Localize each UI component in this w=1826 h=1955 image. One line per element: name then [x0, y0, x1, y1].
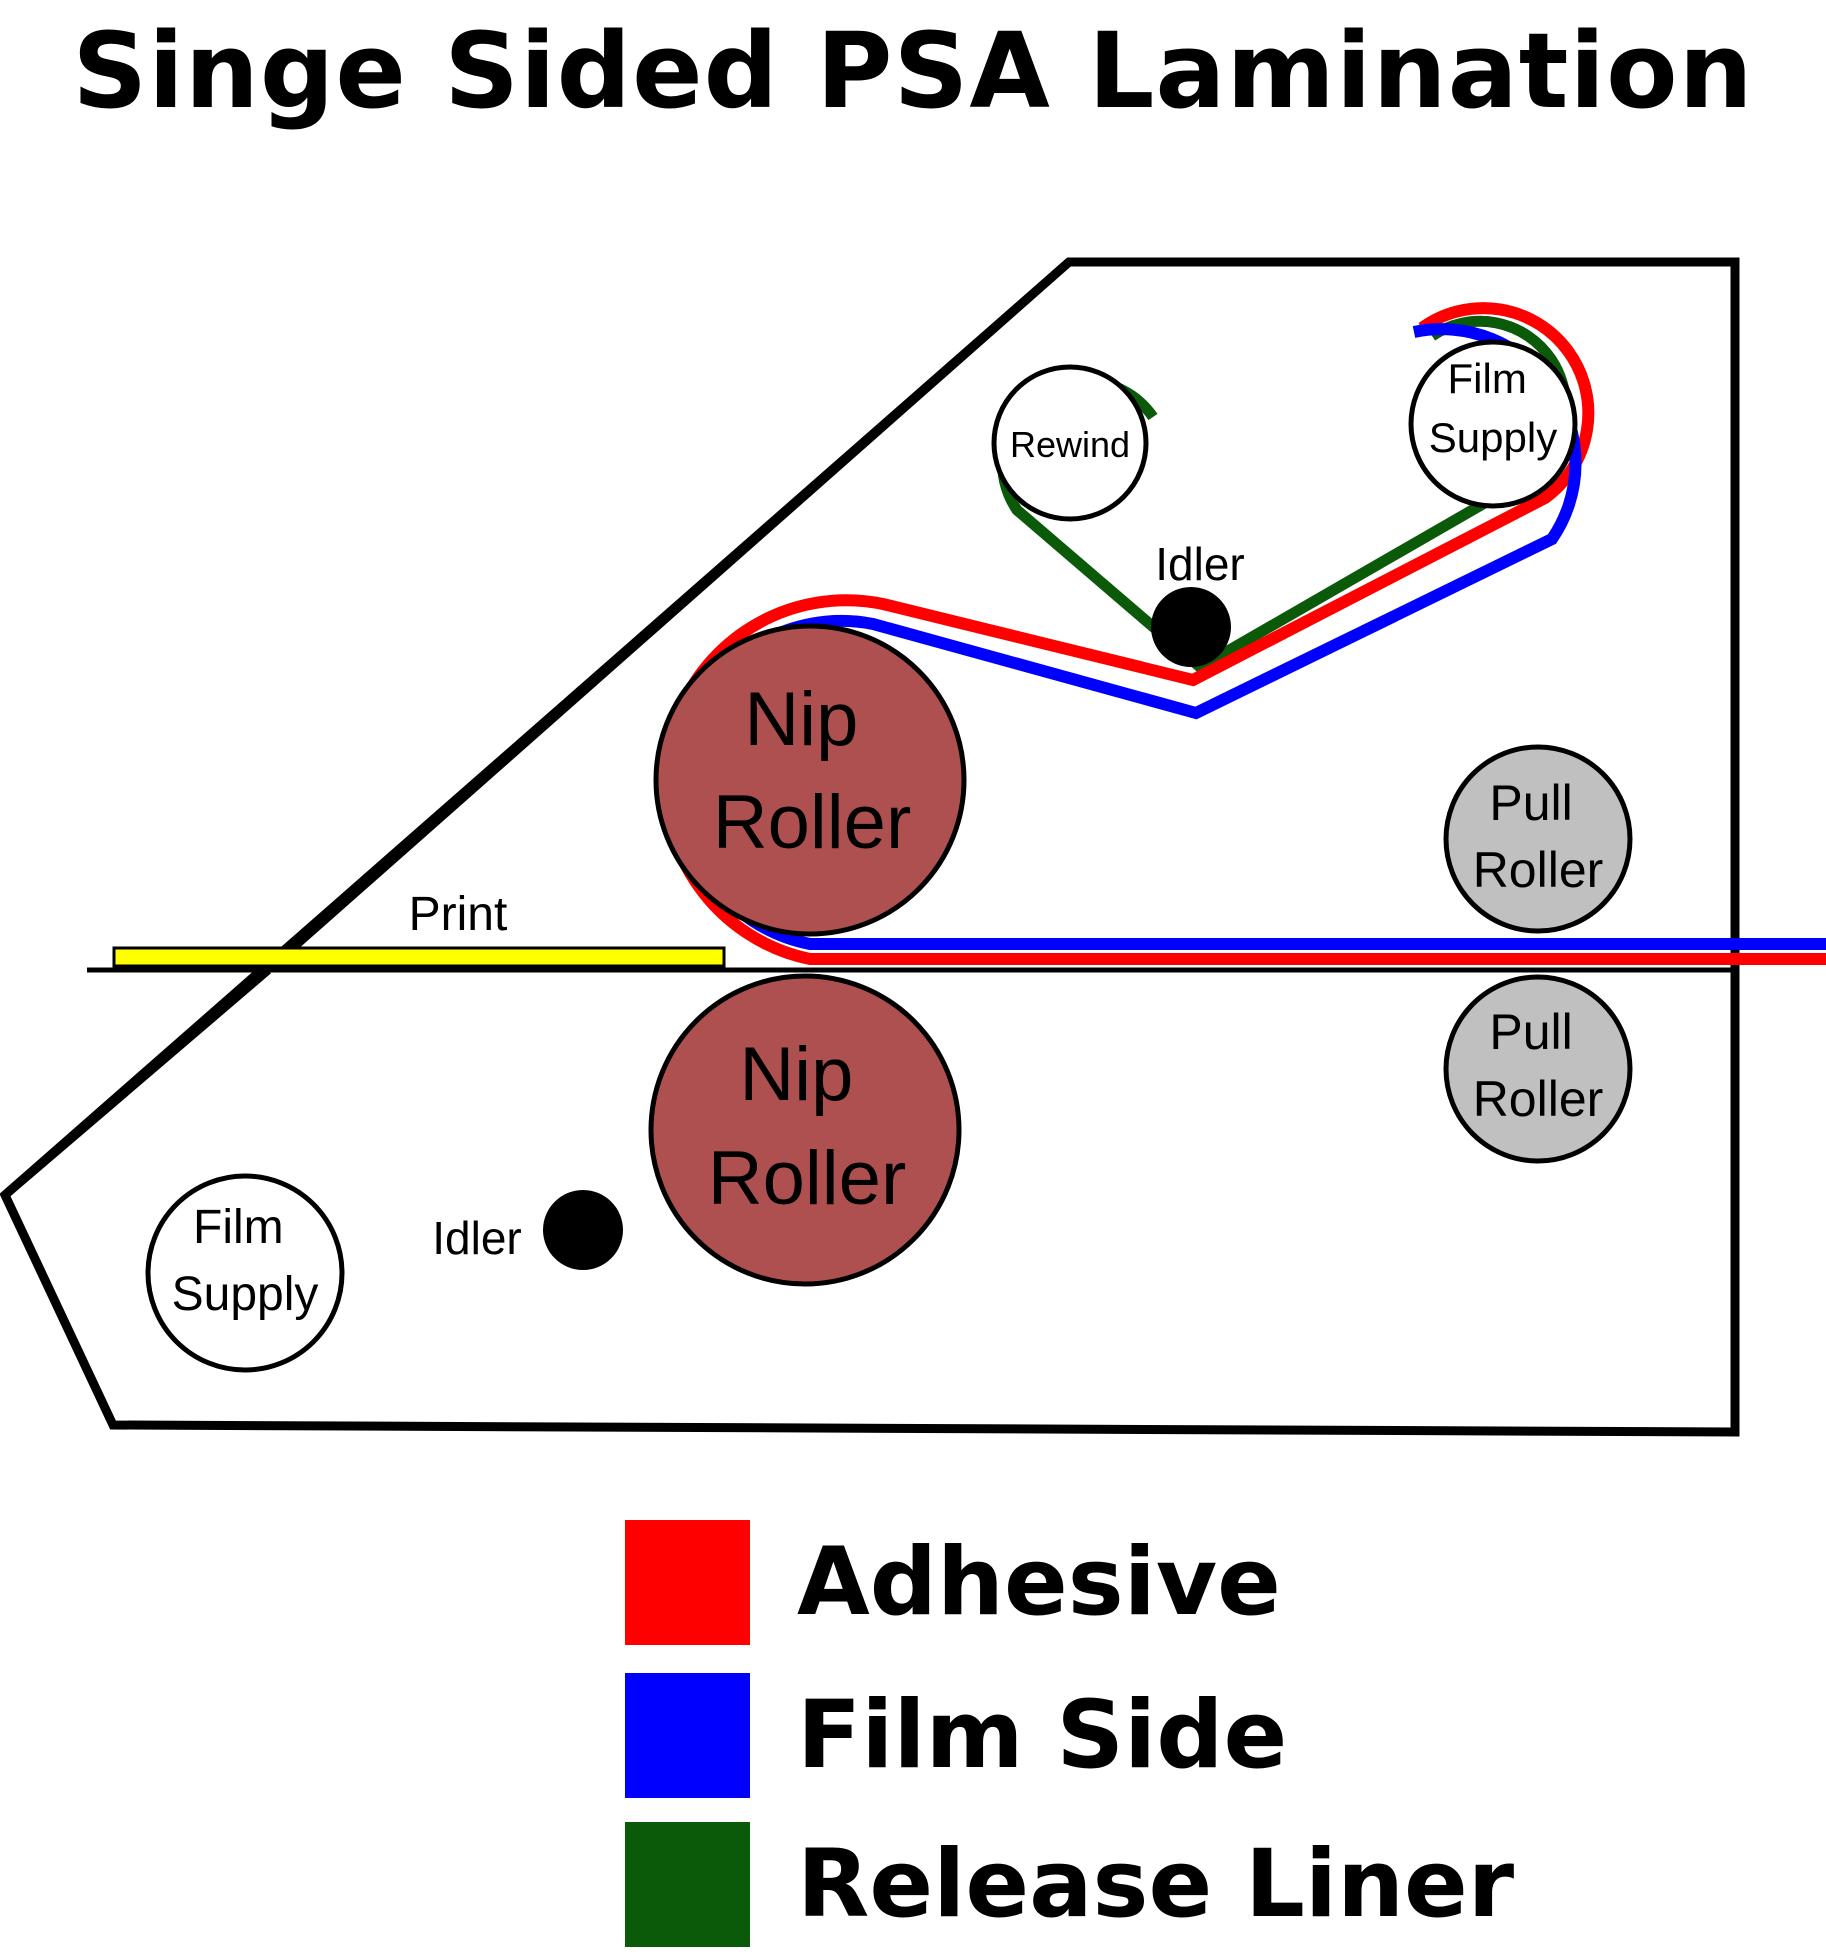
- pull-roller-bottom: [1443, 974, 1633, 1164]
- housing-diagonal-lower: [2, 966, 271, 1199]
- nip-roller-top-label-line2: Roller: [713, 780, 912, 865]
- nip-roller-top-label: Nip Roller: [713, 677, 912, 865]
- housing-diagonal-upper: [285, 258, 1072, 956]
- film-supply-bottom-label-line1: Film: [193, 1201, 284, 1254]
- page-title: Singe Sided PSA Lamination: [72, 10, 1754, 132]
- film-supply-top-label: Film Supply: [1429, 355, 1557, 461]
- pull-roller-bottom-label-line1: Pull: [1489, 1004, 1572, 1060]
- pull-roller-bottom-label: Pull Roller: [1473, 1004, 1604, 1127]
- film-supply-top-roll: [1408, 339, 1578, 509]
- legend-swatch-film-side: [625, 1673, 750, 1798]
- film-supply-top-label-line2: Supply: [1429, 414, 1557, 461]
- nip-roller-bottom-label-line1: Nip: [739, 1032, 853, 1117]
- legend-swatch-adhesive: [625, 1520, 750, 1645]
- legend-swatch-release-liner: [625, 1822, 750, 1947]
- rewind-roll: [991, 364, 1149, 522]
- pull-roller-top-label-line1: Pull: [1489, 775, 1572, 831]
- print-sheet: [112, 946, 726, 968]
- pull-roller-top: [1443, 744, 1633, 934]
- pull-roller-top-label: Pull Roller: [1473, 775, 1604, 898]
- film-supply-bottom-label-line2: Supply: [172, 1268, 319, 1321]
- pull-roller-top-label-line2: Roller: [1473, 842, 1604, 898]
- legend-label-adhesive: Adhesive: [797, 1528, 1281, 1637]
- idler-top-label: Idler: [1155, 538, 1244, 590]
- nip-roller-bottom-label-line2: Roller: [708, 1136, 907, 1221]
- print-label: Print: [409, 888, 508, 941]
- film-supply-top-label-line1: Film: [1448, 355, 1527, 402]
- film-supply-bottom-label: Film Supply: [172, 1201, 319, 1321]
- nip-roller-top-label-line1: Nip: [744, 677, 858, 762]
- nip-roller-bottom: [648, 973, 962, 1287]
- idler-top: [1151, 587, 1231, 667]
- idler-bottom: [543, 1190, 623, 1270]
- idler-bottom-label: Idler: [432, 1212, 521, 1264]
- nip-roller-top: [653, 623, 967, 937]
- film-supply-bottom-roll: [145, 1173, 345, 1373]
- nip-roller-bottom-label: Nip Roller: [708, 1032, 907, 1221]
- rewind-label: Rewind: [1010, 424, 1130, 465]
- pull-roller-bottom-label-line2: Roller: [1473, 1071, 1604, 1127]
- legend-label-release-liner: Release Liner: [797, 1830, 1515, 1939]
- legend-label-film-side: Film Side: [797, 1681, 1288, 1790]
